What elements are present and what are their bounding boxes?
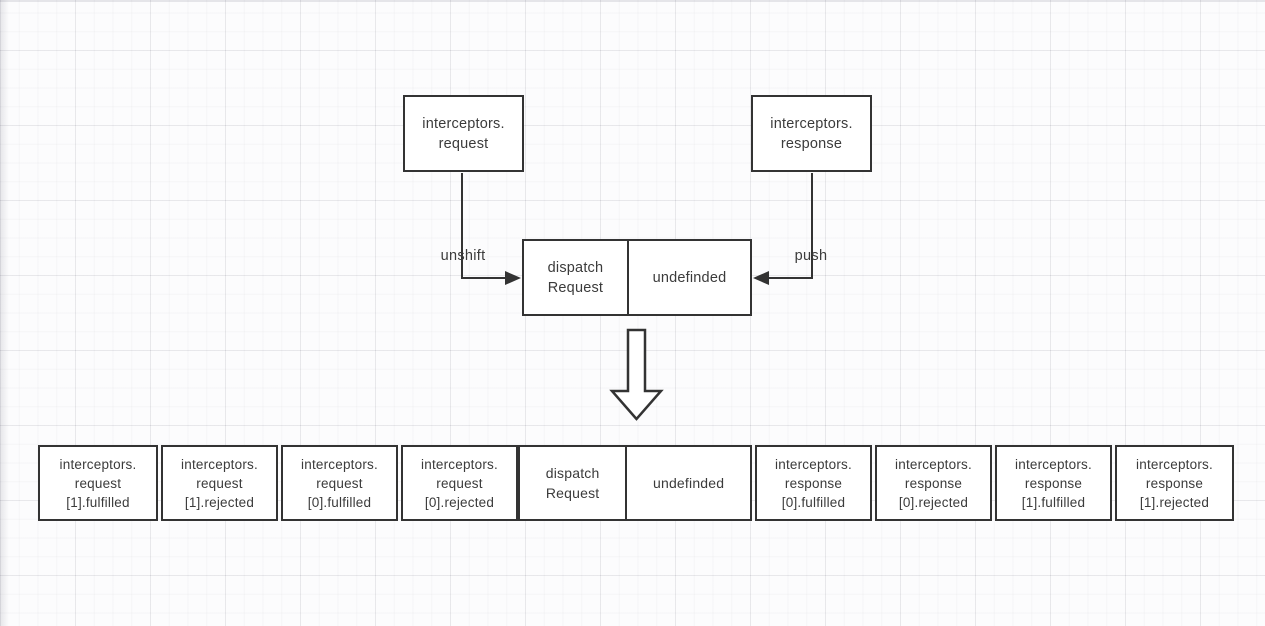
- connector-response-line: [767, 173, 813, 279]
- node-label-line: interceptors.: [181, 456, 258, 472]
- arrowhead-right-icon: [505, 271, 521, 285]
- node-label-line: interceptors.: [59, 456, 137, 472]
- node-label-line: interceptors.: [770, 115, 853, 132]
- node-label-line: response: [780, 135, 843, 152]
- node-label-line: interceptors.: [775, 456, 852, 472]
- node-label-line: [0].fulfilled: [781, 494, 846, 510]
- node-label-line: interceptors.: [895, 456, 972, 472]
- node-interceptors-request: interceptors. request: [403, 95, 524, 172]
- cell-dispatch-request: dispatch Request: [524, 241, 627, 314]
- chain-cell-dispatch-request: dispatch Request: [520, 447, 625, 519]
- chain-box-response-0-rejected: interceptors. response [0].rejected: [875, 445, 992, 521]
- node-label-line: response: [904, 475, 963, 491]
- arrowhead-left-icon: [753, 271, 769, 285]
- node-label-line: [1].rejected: [1139, 494, 1210, 510]
- node-label-line: [0].rejected: [424, 494, 495, 510]
- node-label-line: response: [1024, 475, 1083, 491]
- node-label-line: interceptors.: [1015, 456, 1092, 472]
- node-label-line: interceptors.: [421, 456, 498, 472]
- node-interceptors-response: interceptors. response: [751, 95, 872, 172]
- node-label-line: dispatch: [545, 465, 600, 481]
- chain-box-response-1-fulfilled: interceptors. response [1].fulfilled: [995, 445, 1112, 521]
- node-label-line: undefinded: [652, 475, 725, 491]
- chain-box-request-0-fulfilled: interceptors. request [0].fulfilled: [281, 445, 398, 521]
- chain-box-dispatch-undefinded: dispatch Request undefinded: [518, 445, 752, 521]
- chain-cell-undefinded: undefinded: [625, 447, 750, 519]
- node-label-line: [1].fulfilled: [1021, 494, 1086, 510]
- edge-label-push: push: [794, 248, 828, 264]
- node-label-line: [0].rejected: [898, 494, 969, 510]
- node-label-line: [0].fulfilled: [307, 494, 372, 510]
- chain-box-response-1-rejected: interceptors. response [1].rejected: [1115, 445, 1234, 521]
- node-label-line: Request: [545, 485, 600, 501]
- node-label-line: response: [784, 475, 843, 491]
- node-label-line: request: [438, 135, 489, 152]
- connector-request-line: [461, 173, 507, 279]
- node-label-line: request: [196, 475, 243, 491]
- node-label-line: interceptors.: [301, 456, 378, 472]
- chain-box-request-1-rejected: interceptors. request [1].rejected: [161, 445, 278, 521]
- chain-box-response-0-fulfilled: interceptors. response [0].fulfilled: [755, 445, 872, 521]
- node-label-line: request: [436, 475, 483, 491]
- chain-box-request-1-fulfilled: interceptors. request [1].fulfilled: [38, 445, 158, 521]
- node-label-line: [1].fulfilled: [66, 494, 130, 510]
- node-label-line: Request: [547, 279, 604, 296]
- node-label-line: interceptors.: [1136, 456, 1213, 472]
- node-label-line: [1].rejected: [184, 494, 255, 510]
- big-down-arrow-icon: [609, 328, 664, 421]
- node-label-line: request: [316, 475, 363, 491]
- node-label-line: interceptors.: [422, 115, 505, 132]
- edge-label-unshift: unshift: [440, 248, 486, 264]
- node-dispatch-undefinded: dispatch Request undefinded: [522, 239, 752, 316]
- chain-box-request-0-rejected: interceptors. request [0].rejected: [401, 445, 518, 521]
- node-label-line: request: [74, 475, 122, 491]
- node-label-line: dispatch: [547, 259, 604, 276]
- node-label-line: undefinded: [652, 269, 727, 286]
- cell-undefinded: undefinded: [626, 241, 750, 314]
- node-label-line: response: [1145, 475, 1204, 491]
